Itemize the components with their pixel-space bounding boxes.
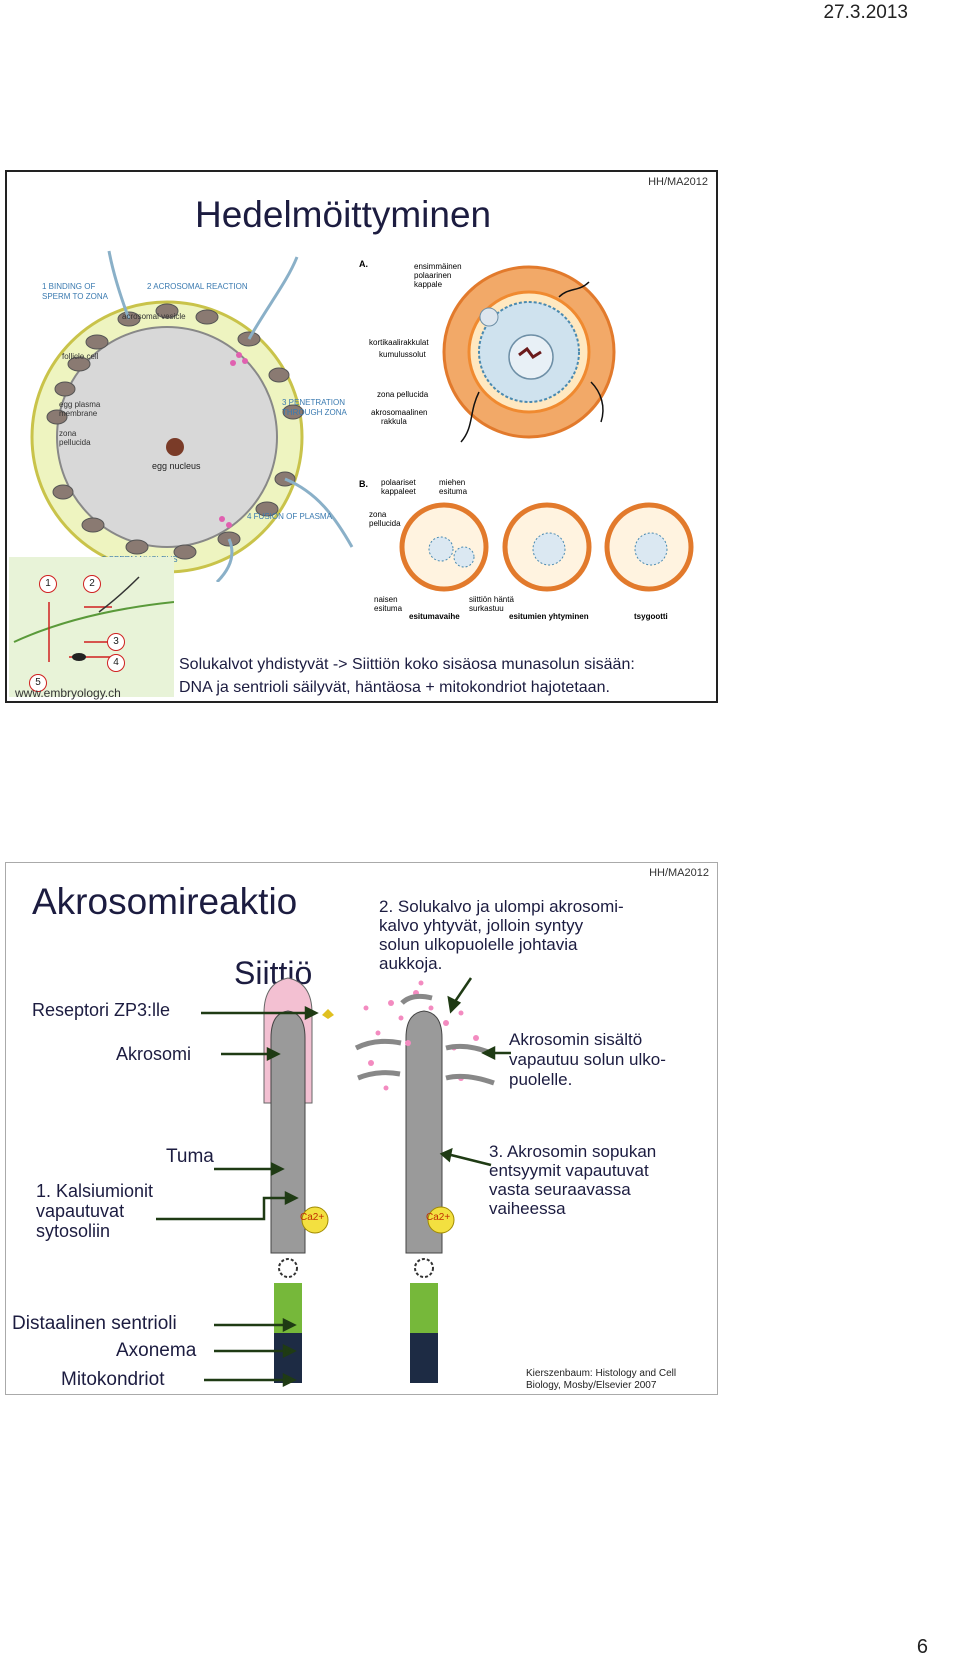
- svg-text:THROUGH ZONA: THROUGH ZONA: [282, 408, 348, 417]
- citation-line-1: Kierszenbaum: Histology and Cell: [526, 1368, 677, 1379]
- svg-text:tsygootti: tsygootti: [634, 612, 668, 621]
- axoneme-label: Axonema: [116, 1340, 197, 1361]
- step1-text: 1. Kalsiumionit vapautuvat sytosoliin: [36, 1181, 153, 1241]
- step3-line-3: vasta seuraavassa: [489, 1180, 631, 1199]
- svg-text:kumulussolut: kumulussolut: [379, 350, 426, 359]
- calcium-label-left: Ca2+: [300, 1212, 325, 1223]
- svg-text:polaariset: polaariset: [381, 478, 416, 487]
- step2-line-2: kalvo yhtyvät, jolloin syntyy: [379, 916, 584, 935]
- svg-text:1 BINDING OF: 1 BINDING OF: [42, 282, 95, 291]
- inset-number-2: 2: [83, 575, 101, 593]
- svg-text:esituma: esituma: [374, 604, 403, 613]
- svg-text:kappaleet: kappaleet: [381, 487, 416, 496]
- svg-text:follicle cell: follicle cell: [62, 352, 99, 361]
- svg-text:esitumien yhtyminen: esitumien yhtyminen: [509, 612, 589, 621]
- caption-line-2: DNA ja sentrioli säilyvät, häntäosa + mi…: [179, 679, 610, 696]
- svg-text:kortikaalirakkulat: kortikaalirakkulat: [369, 338, 429, 347]
- fusion-inset-diagram: [9, 557, 174, 697]
- svg-text:esituma: esituma: [439, 487, 468, 496]
- distal-centriole-label: Distaalinen sentrioli: [12, 1313, 177, 1334]
- citation-text: Kierszenbaum: Histology and Cell Biology…: [526, 1368, 676, 1392]
- svg-text:egg plasma: egg plasma: [59, 400, 101, 409]
- svg-text:akrosomaalinen: akrosomaalinen: [371, 408, 427, 417]
- svg-text:acrosomal vesicle: acrosomal vesicle: [122, 312, 186, 321]
- source-credit: www.embryology.ch: [15, 686, 121, 700]
- slide-title: Akrosomireaktio: [32, 881, 298, 922]
- slide-code: HH/MA2012: [648, 176, 708, 188]
- svg-text:esitumavaihe: esitumavaihe: [409, 612, 460, 621]
- svg-text:2 ACROSOMAL REACTION: 2 ACROSOMAL REACTION: [147, 282, 248, 291]
- svg-text:naisen: naisen: [374, 595, 398, 604]
- calcium-label-right: Ca2+: [426, 1212, 451, 1223]
- svg-text:egg nucleus: egg nucleus: [152, 461, 201, 471]
- svg-text:A.: A.: [359, 259, 368, 269]
- svg-text:ensimmäinen: ensimmäinen: [414, 262, 462, 271]
- nucleus-label: Tuma: [166, 1146, 214, 1167]
- acrosome-label: Akrosomi: [116, 1044, 192, 1064]
- caption-line-1: Solukalvot yhdistyvät -> Siittiön koko s…: [179, 656, 635, 673]
- svg-text:surkastuu: surkastuu: [469, 604, 504, 613]
- step1-line-2: vapautuvat: [36, 1201, 125, 1221]
- step3-line-2: entsyymit vapautuvat: [489, 1161, 649, 1180]
- release-line-2: vapautuu solun ulko-: [509, 1050, 666, 1069]
- svg-text:rakkula: rakkula: [381, 417, 407, 426]
- receptor-label: Reseptori ZP3:lle: [32, 1000, 171, 1020]
- svg-text:zona: zona: [59, 429, 77, 438]
- svg-text:pellucida: pellucida: [59, 438, 91, 447]
- svg-text:siittiön häntä: siittiön häntä: [469, 595, 514, 604]
- release-text: Akrosomin sisältö vapautuu solun ulko- p…: [509, 1030, 666, 1090]
- svg-text:3 PENETRATION: 3 PENETRATION: [282, 398, 345, 407]
- slide-title: Hedelmöittyminen: [195, 194, 492, 235]
- step2-line-4: aukkoja.: [379, 954, 443, 973]
- fertilization-steps-diagram: 1 BINDING OF SPERM TO ZONA 2 ACROSOMAL R…: [30, 250, 354, 582]
- svg-text:B.: B.: [359, 479, 368, 489]
- step2-line-3: solun ulkopuolelle johtavia: [379, 935, 578, 954]
- pronucleus-stages-diagram: A. ensimmäinen polaarinen kappale kortik…: [359, 259, 694, 621]
- inset-number-1: 1: [39, 575, 57, 593]
- inset-number-5: 5: [29, 674, 47, 692]
- svg-text:miehen: miehen: [439, 478, 465, 487]
- inset-number-3: 3: [107, 633, 125, 651]
- svg-text:4 FUSION OF PLASMA: 4 FUSION OF PLASMA: [247, 512, 333, 521]
- page-date: 27.3.2013: [823, 2, 908, 23]
- step1-line-1: 1. Kalsiumionit: [36, 1181, 154, 1201]
- svg-text:membrane: membrane: [59, 409, 98, 418]
- release-line-1: Akrosomin sisältö: [509, 1030, 643, 1049]
- svg-text:zona: zona: [369, 510, 387, 519]
- step3-line-4: vaiheessa: [489, 1199, 566, 1218]
- svg-text:polaarinen: polaarinen: [414, 271, 451, 280]
- page-number: 6: [916, 1636, 928, 1658]
- svg-text:kappale: kappale: [414, 280, 443, 289]
- step3-text: 3. Akrosomin sopukan entsyymit vapautuva…: [489, 1142, 656, 1218]
- svg-text:zona pellucida: zona pellucida: [377, 390, 429, 399]
- slide-fertilization: HH/MA2012 Hedelmöittyminen 1 BINDING OF …: [5, 170, 718, 703]
- citation-line-2: Biology, Mosby/Elsevier 2007: [526, 1380, 657, 1391]
- step1-line-3: sytosoliin: [36, 1221, 111, 1241]
- svg-text:SPERM TO ZONA: SPERM TO ZONA: [42, 292, 109, 301]
- slide-code: HH/MA2012: [649, 867, 709, 879]
- step2-line-1: 2. Solukalvo ja ulompi akrosomi-: [379, 897, 624, 916]
- slide-acrosome-reaction: HH/MA2012 Akrosomireaktio Siittiö: [5, 862, 718, 1395]
- release-line-3: puolelle.: [509, 1070, 573, 1089]
- mitochondria-label: Mitokondriot: [61, 1369, 165, 1390]
- acrosome-reaction-diagram: [156, 977, 511, 1388]
- inset-number-4: 4: [107, 654, 125, 672]
- svg-text:pellucida: pellucida: [369, 519, 401, 528]
- step3-line-1: 3. Akrosomin sopukan: [489, 1142, 657, 1161]
- step2-text: 2. Solukalvo ja ulompi akrosomi- kalvo y…: [379, 897, 624, 973]
